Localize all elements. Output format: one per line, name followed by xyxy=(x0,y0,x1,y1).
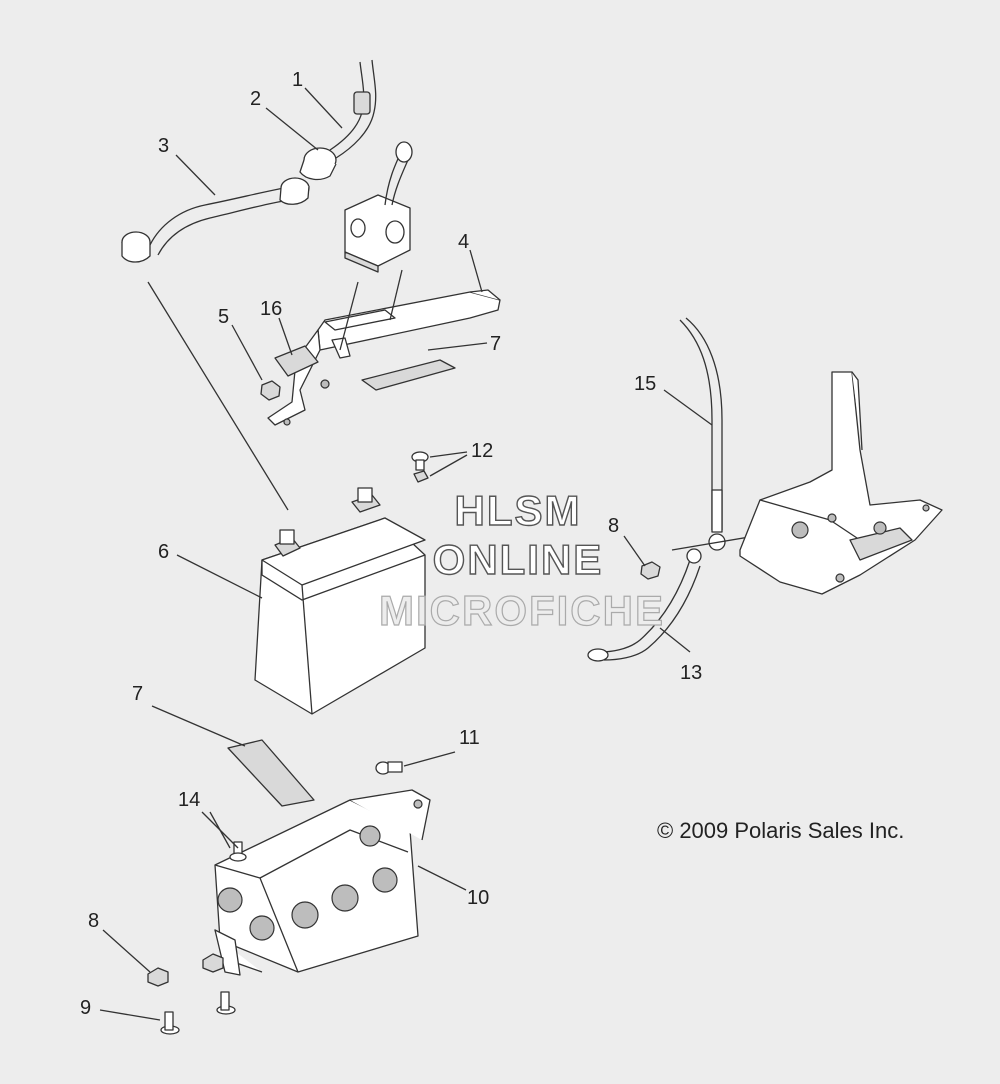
callout-6: 6 xyxy=(158,541,169,563)
callout-11: 11 xyxy=(459,727,480,749)
callout-8-upper: 8 xyxy=(608,515,619,537)
copyright-notice: © 2009 Polaris Sales Inc. xyxy=(657,818,904,843)
callout-labels: 1 2 3 4 5 16 7 12 15 8 6 13 7 11 14 10 8… xyxy=(80,69,702,1019)
battery-tray xyxy=(214,789,431,976)
battery xyxy=(254,487,426,715)
callout-3: 3 xyxy=(158,135,169,157)
bolt-11 xyxy=(375,751,456,775)
leader-lines xyxy=(99,87,713,1021)
watermark-line-1: HLSM xyxy=(455,487,582,534)
foam-pad-7-lower xyxy=(227,739,315,807)
callout-10: 10 xyxy=(467,887,489,909)
callout-1: 1 xyxy=(292,69,303,91)
callout-7-upper: 7 xyxy=(490,333,501,355)
callout-15: 15 xyxy=(634,373,656,395)
fastener-12 xyxy=(411,451,468,483)
lower-fasteners xyxy=(147,953,236,1035)
callout-14: 14 xyxy=(178,789,200,811)
callout-4: 4 xyxy=(458,231,469,253)
watermark: HLSM ONLINE MICROFICHE xyxy=(378,486,665,634)
watermark-line-2: ONLINE xyxy=(433,536,604,583)
positive-cable-assembly xyxy=(121,59,377,511)
callout-9: 9 xyxy=(80,997,91,1019)
callout-8-lower: 8 xyxy=(88,910,99,932)
callout-2: 2 xyxy=(250,88,261,110)
callout-5: 5 xyxy=(218,306,229,328)
ground-cable-frame xyxy=(587,317,943,662)
watermark-line-3: MICROFICHE xyxy=(379,587,665,634)
callout-16: 16 xyxy=(260,298,282,320)
callout-12: 12 xyxy=(471,440,493,462)
callout-13: 13 xyxy=(680,662,702,684)
callout-7-lower: 7 xyxy=(132,683,143,705)
solenoid-bracket-assembly xyxy=(260,141,501,426)
